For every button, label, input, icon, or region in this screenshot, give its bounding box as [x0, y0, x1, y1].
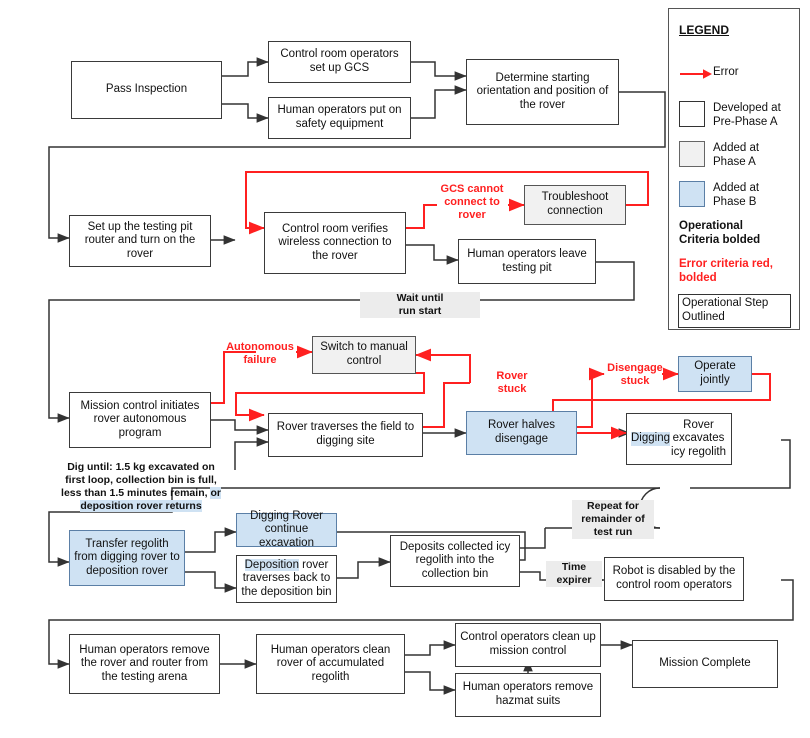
node-operate-jointly[interactable]: Operate jointly [678, 356, 752, 392]
node-leave-testing-pit[interactable]: Human operators leave testing pit [458, 239, 596, 284]
node-determine-orientation[interactable]: Determine starting orientation and posit… [466, 59, 619, 125]
edge-label-time-expirer: Time expirer [546, 561, 602, 588]
legend-swatch-pre-phase-a [679, 101, 705, 127]
node-transfer-regolith[interactable]: Transfer regolith from digging rover to … [69, 530, 185, 586]
node-mission-complete[interactable]: Mission Complete [632, 640, 778, 688]
legend-note-error: Error criteria red, bolded [679, 258, 773, 284]
legend-label-pre-phase-a: Developed at Pre-Phase A [713, 102, 781, 128]
dig-until-line-2: first loop, collection bin is full, [65, 474, 217, 487]
node-troubleshoot-connection[interactable]: Troubleshoot connection [524, 185, 626, 225]
dig-until-line-4: deposition rover returns [80, 500, 202, 513]
node-deposits-collected[interactable]: Deposits collected icy regolith into the… [390, 535, 520, 587]
deposition-highlight: Deposition [244, 558, 299, 571]
node-remove-rover-router[interactable]: Human operators remove the rover and rou… [69, 634, 220, 694]
edge-label-autonomous-failure: Autonomous failure [226, 341, 294, 367]
node-clean-mission-control[interactable]: Control operators clean up mission contr… [455, 623, 601, 667]
node-digging-rover-excavates[interactable]: Digging Rover excavates icy regolith [626, 413, 732, 465]
node-remove-hazmat-suits[interactable]: Human operators remove hazmat suits [455, 673, 601, 717]
legend-title: LEGEND [679, 23, 730, 37]
dig-until-line-3a: less than 1.5 minutes remain, [61, 487, 211, 500]
node-rover-traverses-field[interactable]: Rover traverses the field to digging sit… [268, 413, 423, 457]
legend-panel: LEGEND Error Developed at Pre-Phase A Ad… [668, 8, 800, 330]
node-switch-to-manual-control[interactable]: Switch to manual control [312, 336, 416, 374]
edge-label-rover-stuck: Rover stuck [496, 370, 528, 396]
node-rover-halves-disengage[interactable]: Rover halves disengage [466, 411, 577, 455]
edge-label-disengage-stuck: Disengage stuck [607, 362, 663, 388]
edge-label-gcs-cannot-connect: GCS cannot connect to rover [440, 183, 504, 222]
node-robot-disabled[interactable]: Robot is disabled by the control room op… [604, 557, 744, 601]
node-setup-router[interactable]: Set up the testing pit router and turn o… [69, 215, 211, 267]
legend-note-boxed: Operational Step Outlined [678, 294, 791, 328]
digging-rest: Rover excavates icy regolith [671, 418, 726, 458]
node-gcs-setup[interactable]: Control room operators set up GCS [268, 41, 411, 83]
node-pass-inspection[interactable]: Pass Inspection [71, 61, 222, 119]
deposition-rest: rover traverses back to the deposition b… [241, 558, 332, 598]
legend-swatch-phase-b [679, 181, 705, 207]
node-digging-rover-continue[interactable]: Digging Rover continue excavation [236, 510, 337, 549]
node-mission-control-initiates[interactable]: Mission control initiates rover autonomo… [69, 392, 211, 448]
dig-until-line-3b: or [210, 487, 221, 500]
legend-note-operational: Operational Criteria bolded [679, 220, 761, 246]
node-clean-rover[interactable]: Human operators clean rover of accumulat… [256, 634, 405, 694]
legend-label-phase-a: Added at Phase A [713, 142, 760, 168]
legend-error-label: Error [713, 66, 739, 78]
edge-label-dig-until: Dig until: 1.5 kg excavated on first loo… [52, 461, 230, 514]
dig-until-line-1: Dig until: 1.5 kg excavated on [67, 461, 215, 473]
legend-swatch-phase-a [679, 141, 705, 167]
node-deposition-rover-traverses[interactable]: Deposition rover traverses back to the d… [236, 555, 337, 603]
node-verify-wireless[interactable]: Control room verifies wireless connectio… [264, 212, 406, 274]
error-arrow-icon [680, 69, 712, 79]
edge-label-repeat-remainder: Repeat for remainder of test run [572, 500, 654, 540]
edge-label-wait-until-run-start: Wait until run start [360, 292, 480, 319]
digging-highlight: Digging [631, 432, 670, 446]
legend-label-phase-b: Added at Phase B [713, 182, 760, 208]
node-safety-equipment[interactable]: Human operators put on safety equipment [268, 97, 411, 139]
